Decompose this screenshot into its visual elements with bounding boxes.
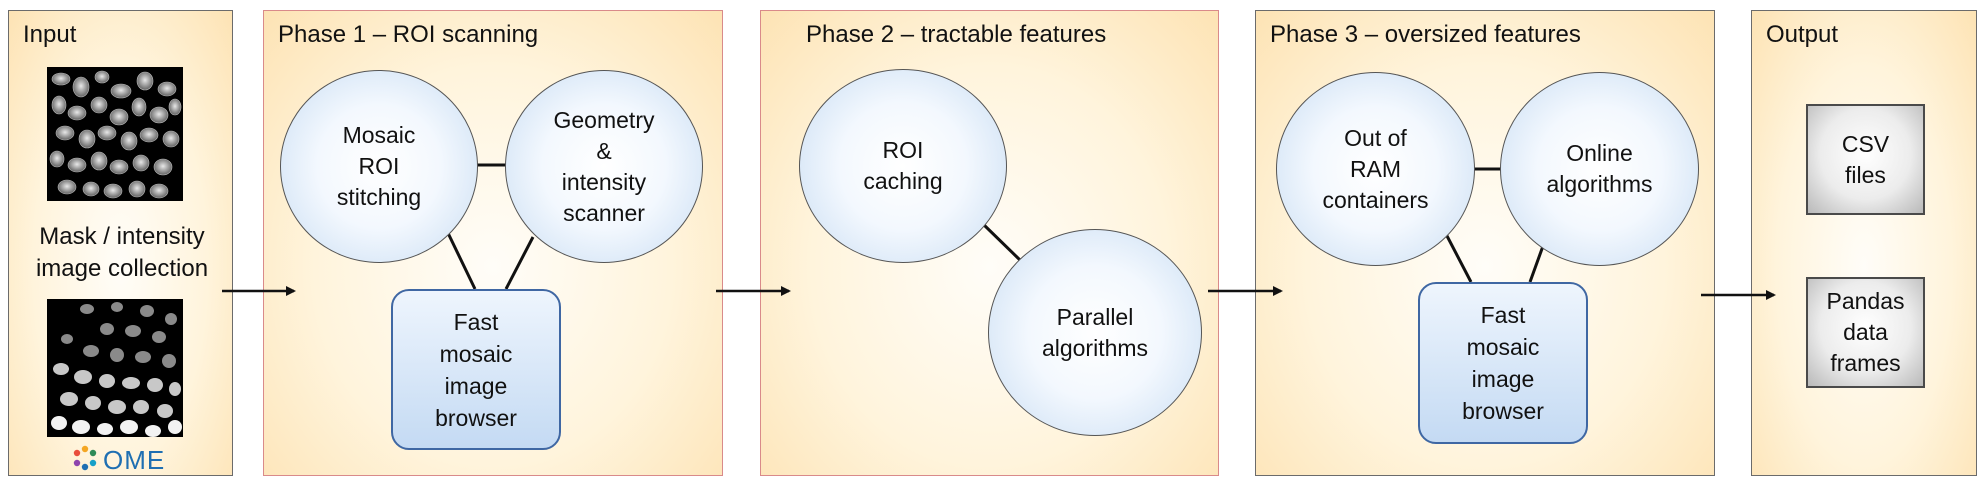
roi-caching-node: ROI caching [799,69,1007,263]
output-panel: Output [1751,10,1977,476]
input-caption: Mask / intensity image collection [35,223,209,282]
output-title: Output [1766,21,1839,48]
out-of-ram-containers-label: Out of RAM containers [1322,124,1429,213]
intensity-image-graphic [49,70,182,199]
input-panel: Input [8,10,233,476]
csv-files-node: CSV files [1806,104,1925,215]
ome-logo-icon [73,445,97,471]
phase3-title: Phase 3 – oversized features [1270,21,1581,48]
phase1-browser-label: Fast mosaic image browser [435,308,517,431]
mask-image-thumbnail [47,299,183,437]
online-algorithms-node: Online algorithms [1500,72,1699,266]
mask-image-graphic [51,302,182,437]
online-to-browser-link [1528,245,1545,283]
stitching-to-browser-link [446,232,477,290]
scanner-to-browser-link [504,236,535,290]
pandas-data-frames-label: Pandas data frames [1826,288,1905,376]
caching-to-parallel-link [981,222,1023,263]
parallel-algorithms-node: Parallel algorithms [988,229,1202,436]
phase1-browser-node: Fast mosaic image browser [391,289,561,450]
pandas-data-frames-node: Pandas data frames [1806,277,1925,388]
input-title: Input [23,21,77,48]
geometry-intensity-scanner-node: Geometry & intensity scanner [505,70,703,263]
csv-files-label: CSV files [1841,130,1890,188]
phase2-title: Phase 2 – tractable features [806,21,1107,48]
out-of-ram-containers-node: Out of RAM containers [1276,72,1475,266]
mosaic-roi-stitching-node: Mosaic ROI stitching [280,70,478,263]
online-algorithms-label: Online algorithms [1546,140,1653,197]
phase1-title: Phase 1 – ROI scanning [278,21,539,48]
mosaic-roi-stitching-label: Mosaic ROI stitching [336,122,422,210]
intensity-image-thumbnail [47,67,183,201]
ome-logo-text: OME [103,445,166,475]
roi-caching-label: ROI caching [863,137,943,194]
phase3-browser-node: Fast mosaic image browser [1418,282,1588,444]
parallel-algorithms-label: Parallel algorithms [1041,303,1149,361]
geometry-intensity-scanner-label: Geometry & intensity scanner [553,106,655,226]
outofram-to-browser-link [1444,233,1473,283]
phase3-browser-label: Fast mosaic image browser [1462,302,1544,424]
